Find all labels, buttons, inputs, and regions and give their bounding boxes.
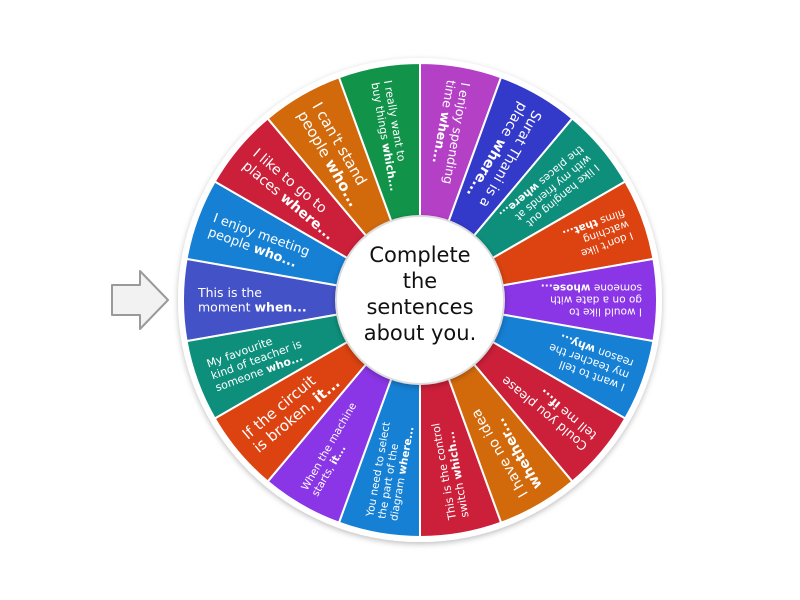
wheel-segment: My favouritekind of teacher issomeone wh… [185,299,421,420]
title-line: about you. [363,321,477,345]
title-line: Complete [369,243,471,267]
segment-keyword: when... [255,300,307,315]
segment-label-line: This is the [197,285,262,300]
segment-label-line: I would like to [569,305,642,317]
segment-label: I would like togo on a date withsomeone … [541,281,642,317]
title-line: sentences [366,295,474,319]
segment-label-line: someone whose... [541,281,642,293]
segment-label-line: go on a date with [550,293,642,305]
title-line: the [402,269,438,293]
wheel-title: Complete the sentences about you. [340,242,500,346]
arrow-right-icon [111,270,169,330]
wheel-hub[interactable] [335,215,505,385]
segment-keyword: whose... [541,281,591,293]
wheel-segment: I would like togo on a date withsomeone … [419,257,658,343]
segment-label-line: moment when... [198,300,307,315]
